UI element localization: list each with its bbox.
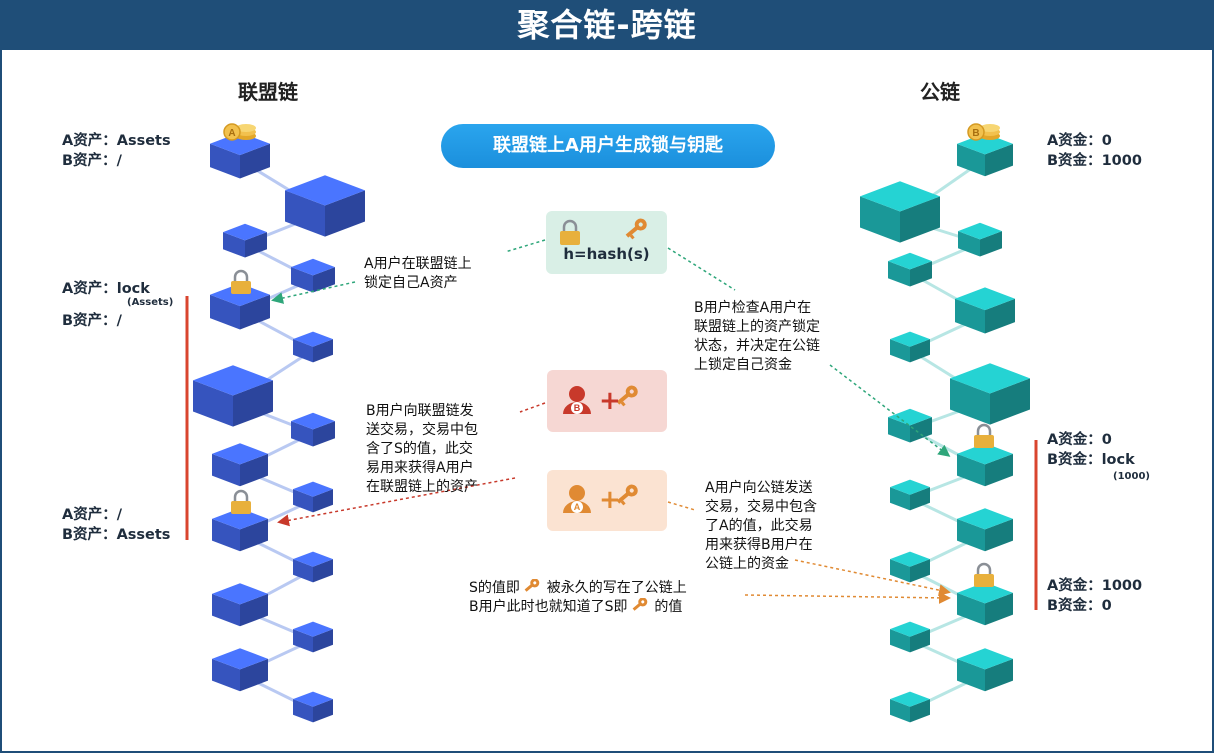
left-state-1: A资产：Assets B资产：/ [62,133,171,169]
right-chain-title: 公链 [920,80,960,104]
plus-sign: + [599,386,621,416]
block-cube [957,582,1013,626]
block-cube [293,481,333,513]
block-cube [193,365,273,427]
key-icon [632,598,648,611]
key-icon [625,218,647,240]
check-b-arrow [829,364,951,457]
right-state-2: A资金：0 B资金：lock (1000) [1047,432,1150,482]
block-cube [888,252,932,287]
padlock-icon [231,269,251,294]
block-cube [955,287,1015,334]
card-b-to-note-line [519,402,546,413]
key-icon [524,579,540,592]
block-cube [890,691,930,723]
key-icon [616,484,638,506]
block-cube [210,132,270,179]
note-send-b: B用户向联盟链发送交易，交易中包 含了S的值，此交易用来获得A用户 在联盟链上的… [366,403,478,495]
block-cube [890,479,930,511]
hash-to-check-line [667,247,736,291]
block-cube [957,133,1013,177]
block-cube [890,621,930,653]
block-cube [293,551,333,583]
padlock-icon [974,423,994,448]
user-b-card-icons: B [563,385,638,414]
block-cube [957,508,1013,552]
block-cube [890,551,930,583]
block-cube [212,583,268,627]
padlock-icon [231,489,251,514]
coins-icon: A [223,123,256,141]
block-cube [285,175,365,237]
left-chain-blocks [193,132,365,723]
left-state-2: A资产：lock (Assets) B资产：/ [62,281,174,329]
lock-a-arrow [271,281,356,304]
page-title: 聚合链-跨链 [0,0,1214,50]
hash-formula: h=hash(s) [563,245,650,263]
user-a-badge: A [574,502,581,512]
padlock-icon [560,219,580,245]
coin-badge-b: B [972,128,979,139]
block-cube [223,223,267,258]
left-chain-title: 联盟链 [238,80,298,104]
note-lock-a: A用户在联盟链上锁定自己A资产 [364,256,472,291]
block-cube [291,412,335,447]
block-cube [890,331,930,363]
padlock-icon [974,562,994,587]
user-b-badge: B [574,403,581,413]
block-cube [293,691,333,723]
plus-sign: + [599,485,621,515]
block-cube [950,363,1030,425]
block-cube [293,331,333,363]
hash-card-icons [560,218,647,245]
send-a-arrow [794,559,951,597]
send-b-arrow [277,477,516,527]
right-chain-blocks [860,133,1030,723]
card-a-to-note-line [667,501,696,511]
block-cube [888,408,932,443]
hash-to-note-line [504,239,546,253]
right-state-3: A资金：1000 B资金：0 [1047,578,1143,614]
coin-badge-a: A [228,128,235,139]
block-cube [291,258,335,293]
note-send-a: A用户向公链发送交易，交易中包含 了A的值，此交易用来获得B用户在 公链上的资金 [705,480,817,572]
s-written-arrow [744,591,951,604]
block-cube [210,283,270,330]
note-s-written: S的值即 被永久的写在了公链上 B用户此时也就知道了S即 的值 [469,579,687,617]
block-cube [212,443,268,487]
left-state-3: A资产：/ B资产：Assets [62,507,171,543]
note-check-b: B用户检查A用户在联盟链上的资产锁定 状态，并决定在公链上锁定自己资金 [694,300,820,373]
block-cube [212,508,268,552]
key-icon [616,385,638,407]
block-cube [957,648,1013,692]
block-cube [958,222,1002,257]
lock-key-pill: 联盟链上A用户生成锁与钥匙 [441,124,775,168]
block-cube [212,648,268,692]
user-a-key-card: A + [547,470,667,531]
coins-icon: B [967,123,1000,141]
block-cube [957,443,1013,487]
block-cube [293,621,333,653]
user-b-icon: B [563,386,591,414]
hash-card: h=hash(s) [546,211,667,274]
right-state-1: A资金：0 B资金：1000 [1047,133,1142,169]
user-b-key-card: B + [547,370,667,432]
block-cube [860,181,940,243]
user-a-icon: A [563,485,591,513]
user-a-card-icons: A [563,484,638,513]
